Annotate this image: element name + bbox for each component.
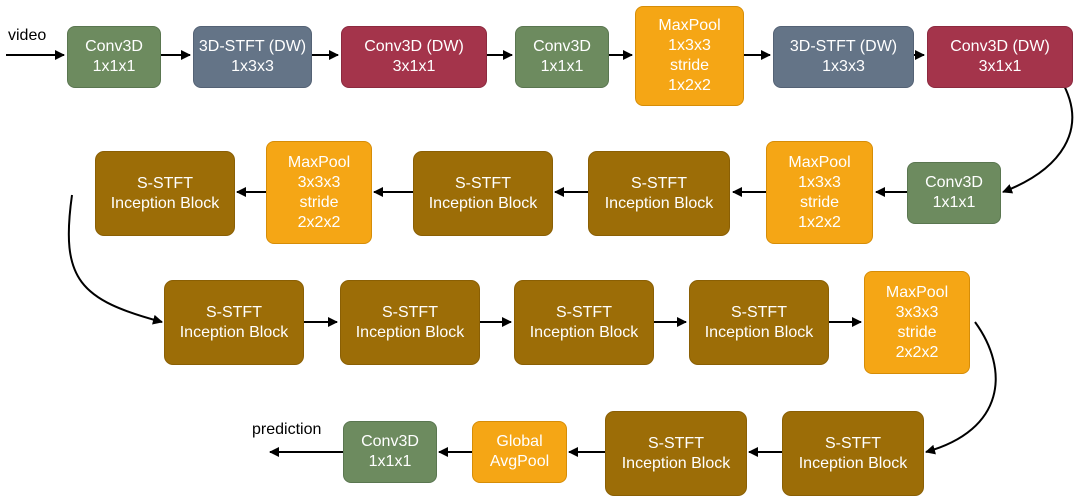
global-avgpool-block: Global AvgPool [472,421,567,483]
maxpool-block: MaxPool 3x3x3 stride 2x2x2 [864,271,970,374]
stft-dw-block: 3D-STFT (DW) 1x3x3 [193,26,312,88]
inception-block: S-STFT Inception Block [605,411,747,496]
stft-dw-block: 3D-STFT (DW) 1x3x3 [773,26,914,88]
conv3d-block: Conv3D 1x1x1 [343,421,437,483]
inception-block: S-STFT Inception Block [588,151,730,236]
inception-block: S-STFT Inception Block [164,280,304,365]
conv3d-dw-block: Conv3D (DW) 3x1x1 [927,26,1073,88]
conv3d-block: Conv3D 1x1x1 [907,162,1001,224]
output-label: prediction [252,421,322,438]
inception-block: S-STFT Inception Block [340,280,480,365]
maxpool-block: MaxPool 3x3x3 stride 2x2x2 [266,141,372,244]
inception-block: S-STFT Inception Block [95,151,235,236]
inception-block: S-STFT Inception Block [514,280,654,365]
arrow-curve-r1-r2 [1002,79,1074,194]
inception-block: S-STFT Inception Block [413,151,553,236]
inception-block: S-STFT Inception Block [689,280,829,365]
maxpool-block: MaxPool 1x3x3 stride 1x2x2 [635,6,744,106]
conv3d-dw-block: Conv3D (DW) 3x1x1 [341,26,487,88]
arrow-curve-r2-r3 [67,194,163,325]
conv3d-block: Conv3D 1x1x1 [67,26,161,88]
arrow-curve-r3-r4 [925,321,997,455]
input-label: video [8,27,47,44]
conv3d-block: Conv3D 1x1x1 [515,26,609,88]
maxpool-block: MaxPool 1x3x3 stride 1x2x2 [766,141,873,244]
inception-block: S-STFT Inception Block [782,411,924,496]
